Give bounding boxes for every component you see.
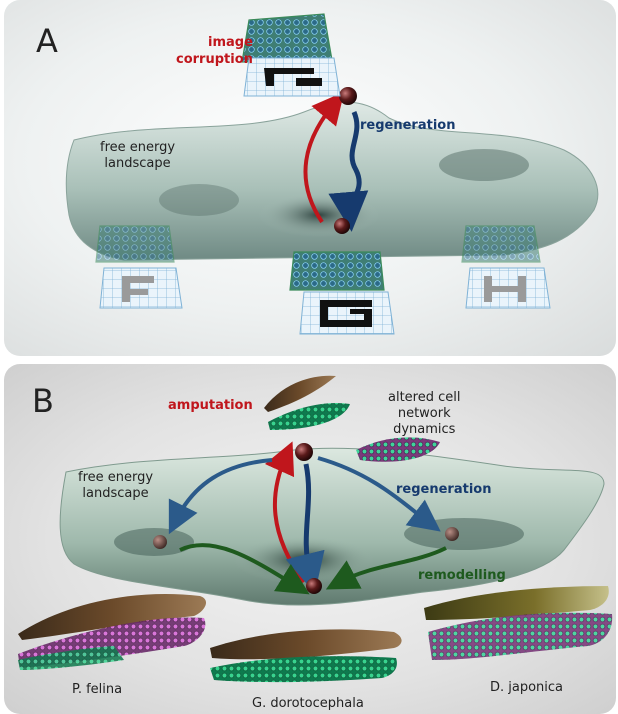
network-top-a [241, 13, 341, 97]
panel-b-illustration [18, 375, 613, 683]
network-left-a [95, 225, 183, 309]
altered-network-b [356, 437, 440, 462]
network-right-a [461, 225, 551, 309]
regeneration-arrow-left-b [168, 458, 273, 535]
species-label-p-felina: P. felina [72, 682, 123, 697]
corruption-arrow-a [303, 91, 345, 224]
panel-letter-b: B [32, 382, 54, 420]
panel-b: B amputation altered cell network dynami… [4, 364, 616, 714]
species-label-d-japonica: D. japonica [490, 680, 564, 695]
regeneration-arrow-right-b [317, 456, 441, 532]
remodelling-arrow-right-b [325, 546, 447, 590]
regeneration-label-b: regeneration [396, 482, 492, 497]
amputation-label: amputation [168, 398, 253, 413]
panel-letter-a: A [36, 22, 58, 60]
network-center-a [289, 251, 395, 335]
top-ball-b [295, 443, 313, 461]
regeneration-arrow-center-b [285, 463, 325, 594]
side-well-right-a [439, 149, 529, 181]
remodelling-arrow-left-b [179, 543, 310, 595]
bottom-ball-b [306, 578, 322, 594]
regeneration-label-a: regeneration [360, 118, 456, 133]
landscape-label-b: free energy landscape [78, 470, 154, 501]
side-well-left-a [159, 184, 239, 216]
top-ball-a [339, 87, 357, 105]
amputated-planarian-b [264, 375, 350, 430]
bottom-ball-a [334, 218, 350, 234]
species-label-g-dorotocephala: G. dorotocephala [252, 696, 364, 711]
regeneration-arrow-a [328, 111, 369, 232]
altered-network-label: altered cell network dynamics [388, 390, 461, 437]
image-corruption-label: image corruption [176, 35, 253, 67]
right-ball-b [445, 527, 459, 541]
panel-a: A image corruption regeneration free ene… [4, 0, 616, 356]
planarian-d-japonica [424, 586, 613, 660]
right-well-b [404, 518, 524, 550]
landscape-surface-a [65, 101, 599, 261]
remodelling-label: remodelling [418, 568, 506, 583]
planarian-p-felina [18, 593, 207, 670]
left-ball-b [153, 535, 167, 549]
landscape-label-a: free energy landscape [100, 140, 176, 171]
planarian-g-dorotocephala [210, 629, 402, 683]
panel-a-illustration [65, 13, 599, 335]
